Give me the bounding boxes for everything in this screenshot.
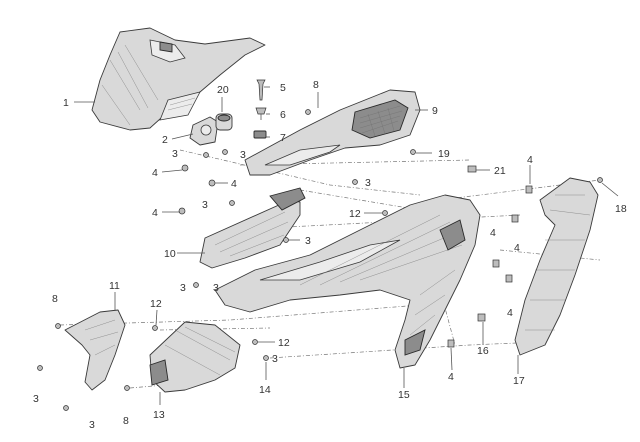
callout-3d: 3 (365, 177, 371, 189)
part-13-bracket-cover (149, 321, 241, 393)
part-11-small-panel (64, 309, 126, 391)
callout-4f: 4 (514, 242, 520, 254)
callout-4h: 4 (448, 371, 454, 383)
callout-12a: 12 (349, 208, 361, 220)
callout-3c: 3 (202, 199, 208, 211)
callout-21: 21 (494, 165, 506, 177)
callout-3f: 3 (180, 282, 186, 294)
part-10-lower-cover (199, 187, 306, 269)
callout-3i: 3 (89, 419, 95, 431)
callout-7: 7 (280, 132, 286, 144)
callout-20: 20 (217, 84, 229, 96)
callout-3g: 3 (213, 282, 219, 294)
callout-3h: 3 (33, 393, 39, 405)
callout-15: 15 (398, 389, 410, 401)
callout-18: 18 (615, 203, 627, 215)
callout-8a: 8 (313, 79, 319, 91)
fasteners (37, 109, 603, 411)
part-1-front-cowl (91, 27, 266, 131)
callout-13: 13 (153, 409, 165, 421)
part-17-rear-fairing (514, 177, 599, 356)
callout-8c: 8 (123, 415, 129, 427)
callout-4e: 4 (490, 227, 496, 239)
callout-4c: 4 (231, 178, 237, 190)
hardware-5-6-7 (253, 79, 267, 139)
callout-11: 11 (109, 280, 120, 292)
callout-17: 17 (513, 375, 525, 387)
callout-8b: 8 (52, 293, 58, 305)
callout-3a: 3 (172, 148, 178, 160)
callout-16: 16 (477, 345, 489, 357)
callout-6: 6 (280, 109, 286, 121)
callout-4b: 4 (152, 167, 158, 179)
callout-12b: 12 (150, 298, 162, 310)
part-15-main-panel (214, 194, 481, 369)
callout-12c: 12 (278, 337, 290, 349)
callout-10: 10 (164, 248, 176, 260)
callout-3e: 3 (305, 235, 311, 247)
callout-numbers: 1 2 20 5 6 7 8 9 19 21 4 18 3 3 4 4 3 4 … (33, 79, 627, 431)
callout-9: 9 (432, 105, 438, 117)
callout-5: 5 (280, 82, 286, 94)
callout-4a: 4 (527, 154, 533, 166)
part-20-bracket (189, 113, 233, 146)
callout-4d: 4 (152, 207, 158, 219)
part-9-upper-panel (244, 89, 421, 176)
callout-4g: 4 (507, 307, 513, 319)
callout-3j: 3 (272, 353, 278, 365)
callout-1: 1 (63, 97, 69, 109)
callout-3b: 3 (240, 149, 246, 161)
callout-2: 2 (162, 134, 168, 146)
callout-19: 19 (438, 148, 450, 160)
leader-lines (74, 86, 619, 405)
callout-14: 14 (259, 384, 271, 396)
